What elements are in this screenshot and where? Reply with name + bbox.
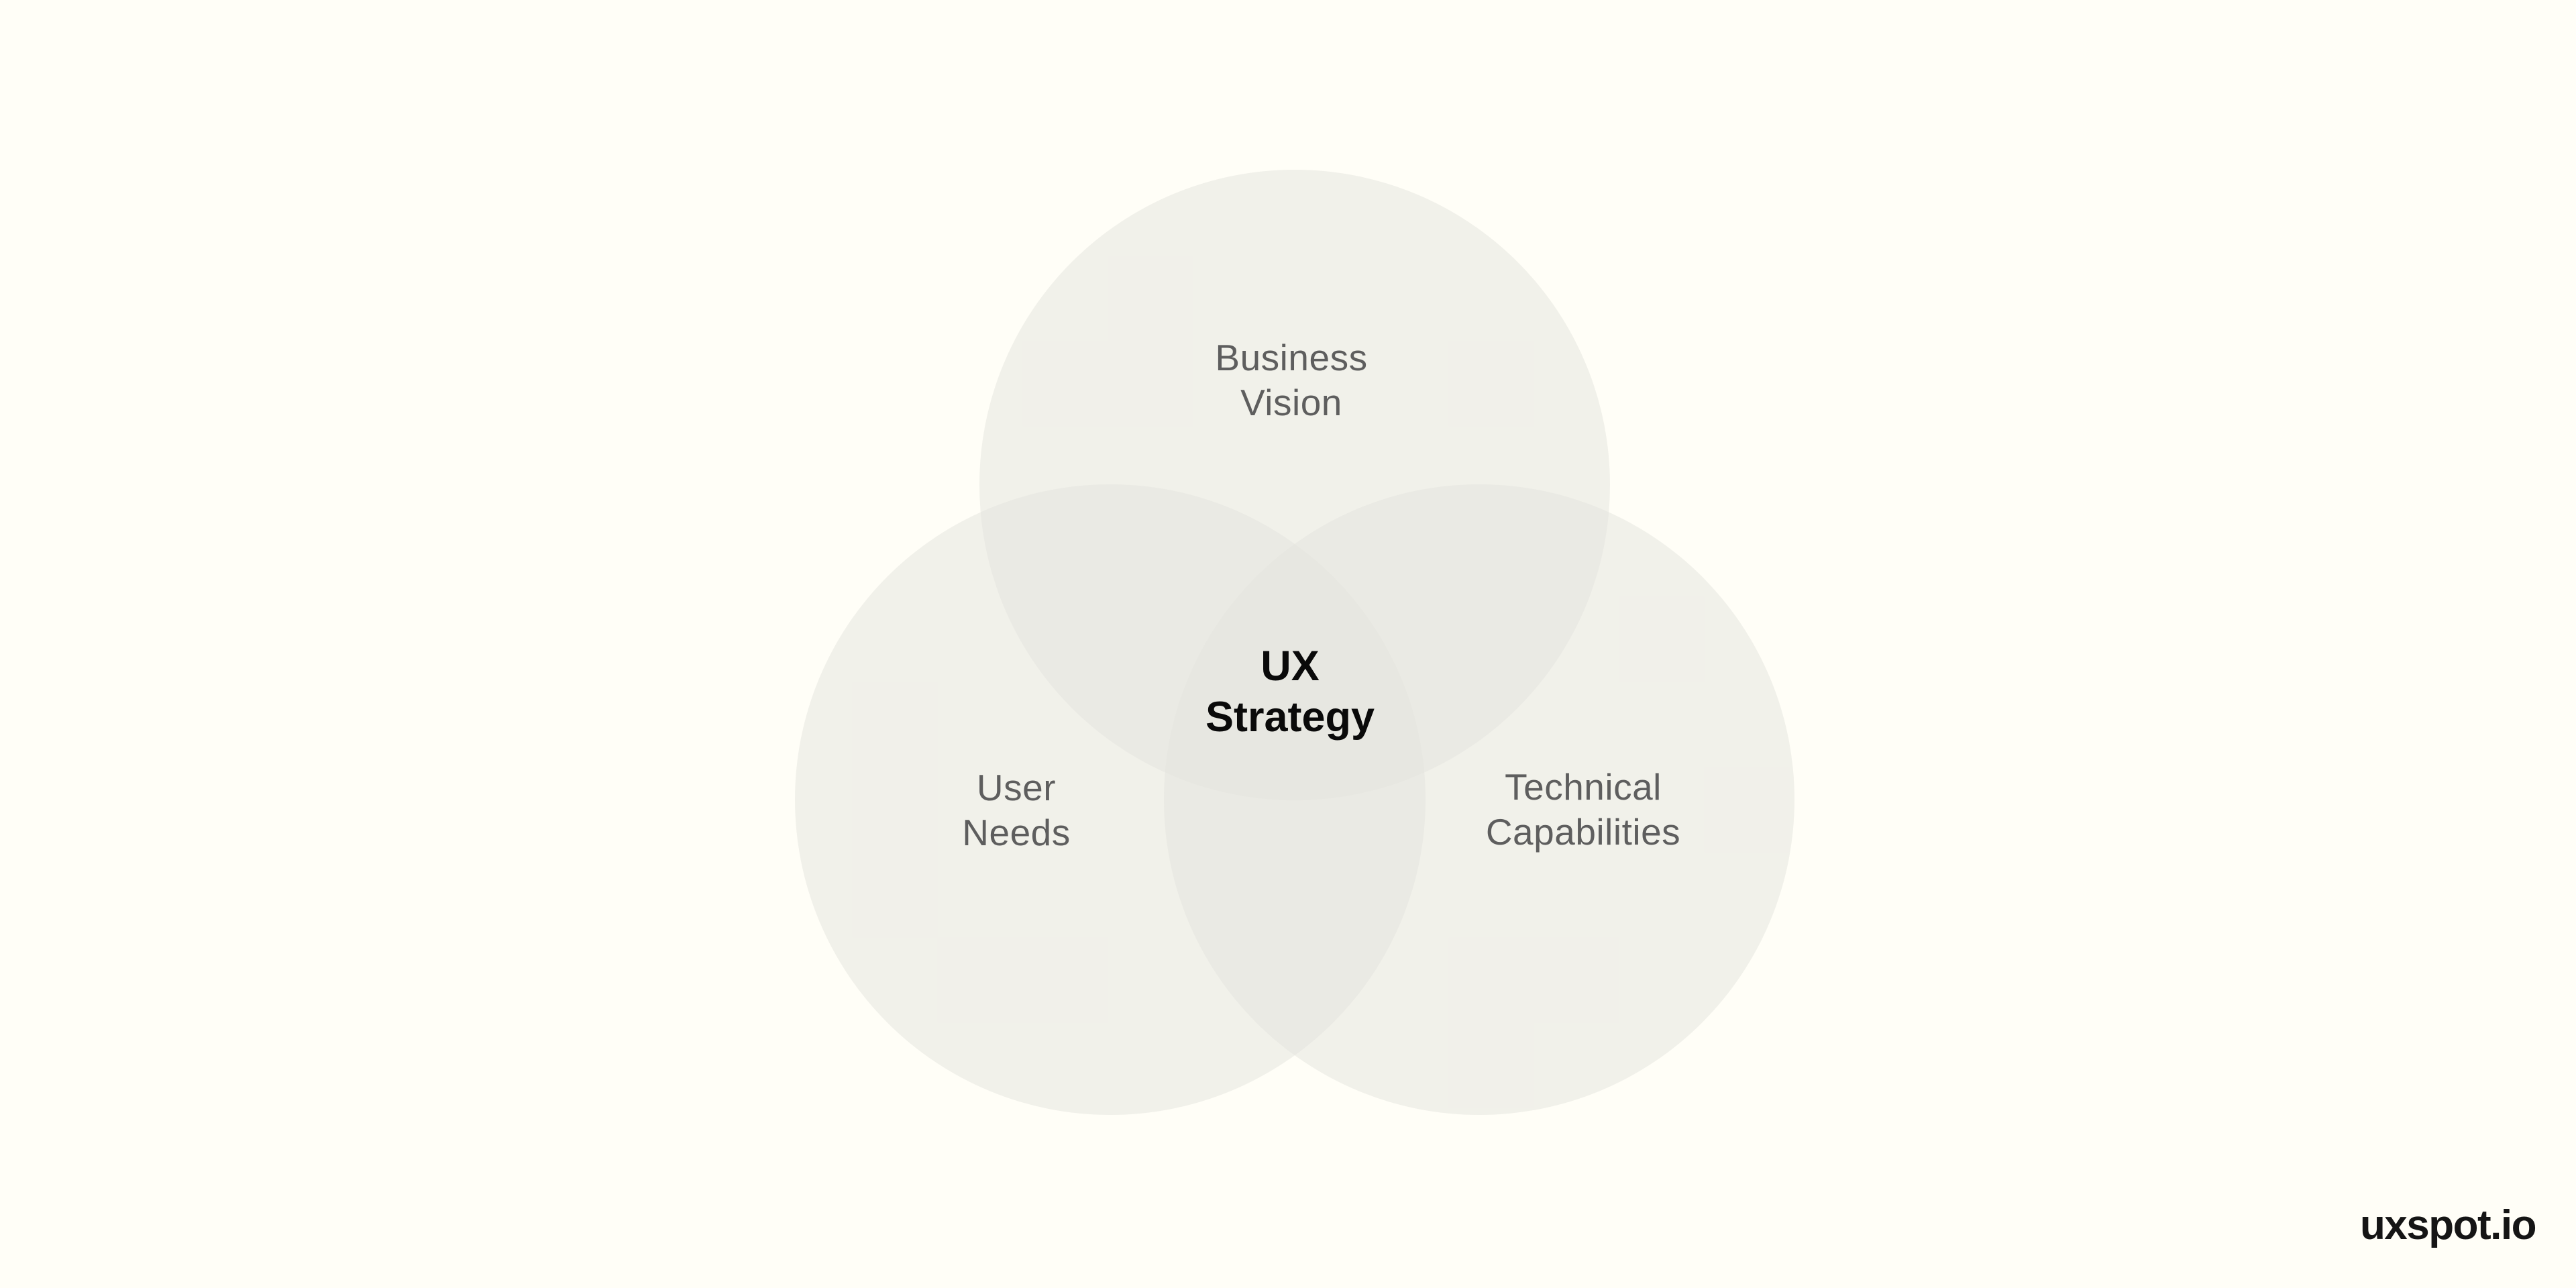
label-line: Strategy: [1205, 694, 1375, 741]
label-line: UX: [1260, 643, 1320, 690]
label-ux-strategy: UX Strategy: [1205, 641, 1375, 743]
label-line: Technical: [1505, 766, 1662, 808]
label-line: Vision: [1240, 382, 1342, 423]
label-business-vision: Business Vision: [1215, 335, 1367, 425]
label-line: Needs: [962, 812, 1071, 853]
uxspot-logo: uxspot.io: [2359, 1202, 2537, 1248]
label-user-needs: User Needs: [962, 765, 1070, 855]
label-line: Business: [1215, 337, 1368, 378]
circle-technical-capabilities: [1164, 484, 1794, 1115]
label-line: Capabilities: [1485, 811, 1681, 853]
label-technical-capabilities: Technical Capabilities: [1486, 765, 1680, 855]
label-line: User: [976, 767, 1057, 808]
